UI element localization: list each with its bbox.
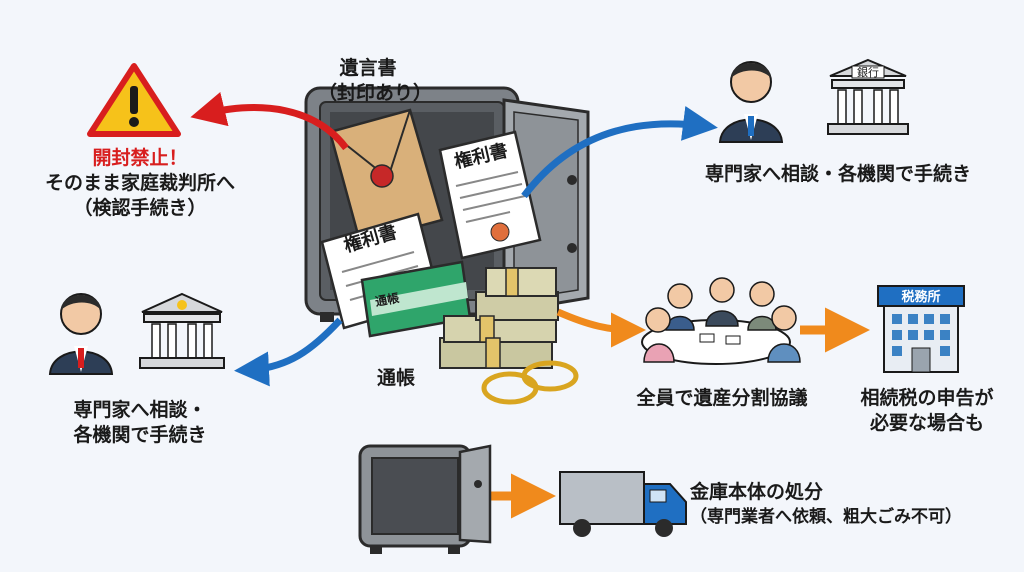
warning-icon (87, 63, 181, 137)
expert-left-line-2: 各機関で手続き (73, 424, 207, 446)
empty-safe-icon (358, 444, 492, 554)
cash-stacks (439, 267, 559, 369)
passbook-caption-text: 通帳 (376, 367, 415, 389)
sealed-will-envelope (328, 108, 444, 244)
meeting-line: 全員で遺産分割協議 (636, 387, 808, 409)
wax-seal-icon (370, 164, 394, 188)
tax-line-1: 相続税の申告が (860, 387, 994, 409)
property-deed-right (438, 130, 542, 260)
gold-necklace-icon (481, 360, 579, 405)
passbook-card-label: 通帳 (374, 290, 400, 309)
tax-office-icon (877, 285, 965, 373)
stamp-icon (490, 222, 510, 242)
arrow-to-warning (190, 92, 349, 151)
warning-line-2: （検認手続き） (73, 197, 207, 219)
warning-heading: 開封禁止！ (92, 147, 188, 169)
expert-left-text: 専門家へ相談・ 各機関で手続き (40, 398, 240, 448)
expert-left-line-1: 専門家へ相談・ (73, 399, 207, 421)
disposal-text: 金庫本体の処分 （専門業者へ依頼、粗大ごみ不可） (690, 480, 1020, 530)
disposal-line-1: 金庫本体の処分 (690, 481, 824, 503)
will-subtitle: （封印あり） (318, 82, 433, 104)
arrow-to-meeting (556, 308, 646, 348)
disposal-line-2: （専門業者へ依頼、粗大ごみ不可） (690, 507, 962, 527)
arrow-to-expert-left (234, 317, 343, 387)
tax-office-sign-text: 税務所 (901, 289, 940, 305)
expert-icon-left (48, 293, 114, 375)
expert-right-line: 専門家へ相談・各機関で手続き (704, 163, 971, 185)
will-label: 遺言書 （封印あり） (318, 56, 433, 106)
truck-icon (559, 471, 687, 537)
warning-line-1: そのまま家庭裁判所へ (44, 172, 235, 194)
tax-line-2: 必要な場合も (869, 412, 984, 434)
bank-building-icon-left (139, 292, 225, 369)
tax-text: 相続税の申告が 必要な場合も (842, 386, 1012, 436)
meeting-text: 全員で遺産分割協議 (612, 386, 832, 411)
expert-icon (718, 61, 784, 143)
bank-building-icon (827, 58, 909, 135)
arrow-to-expert-right (521, 106, 718, 199)
family-meeting-icon (641, 277, 801, 365)
bank-sign-text: 銀行 (857, 65, 879, 79)
warning-text-block: 開封禁止！ そのまま家庭裁判所へ （検認手続き） (10, 146, 270, 221)
will-title: 遺言書 (339, 57, 397, 79)
passbook-caption: 通帳 (356, 366, 436, 391)
expert-right-text: 専門家へ相談・各機関で手続き (678, 162, 998, 187)
